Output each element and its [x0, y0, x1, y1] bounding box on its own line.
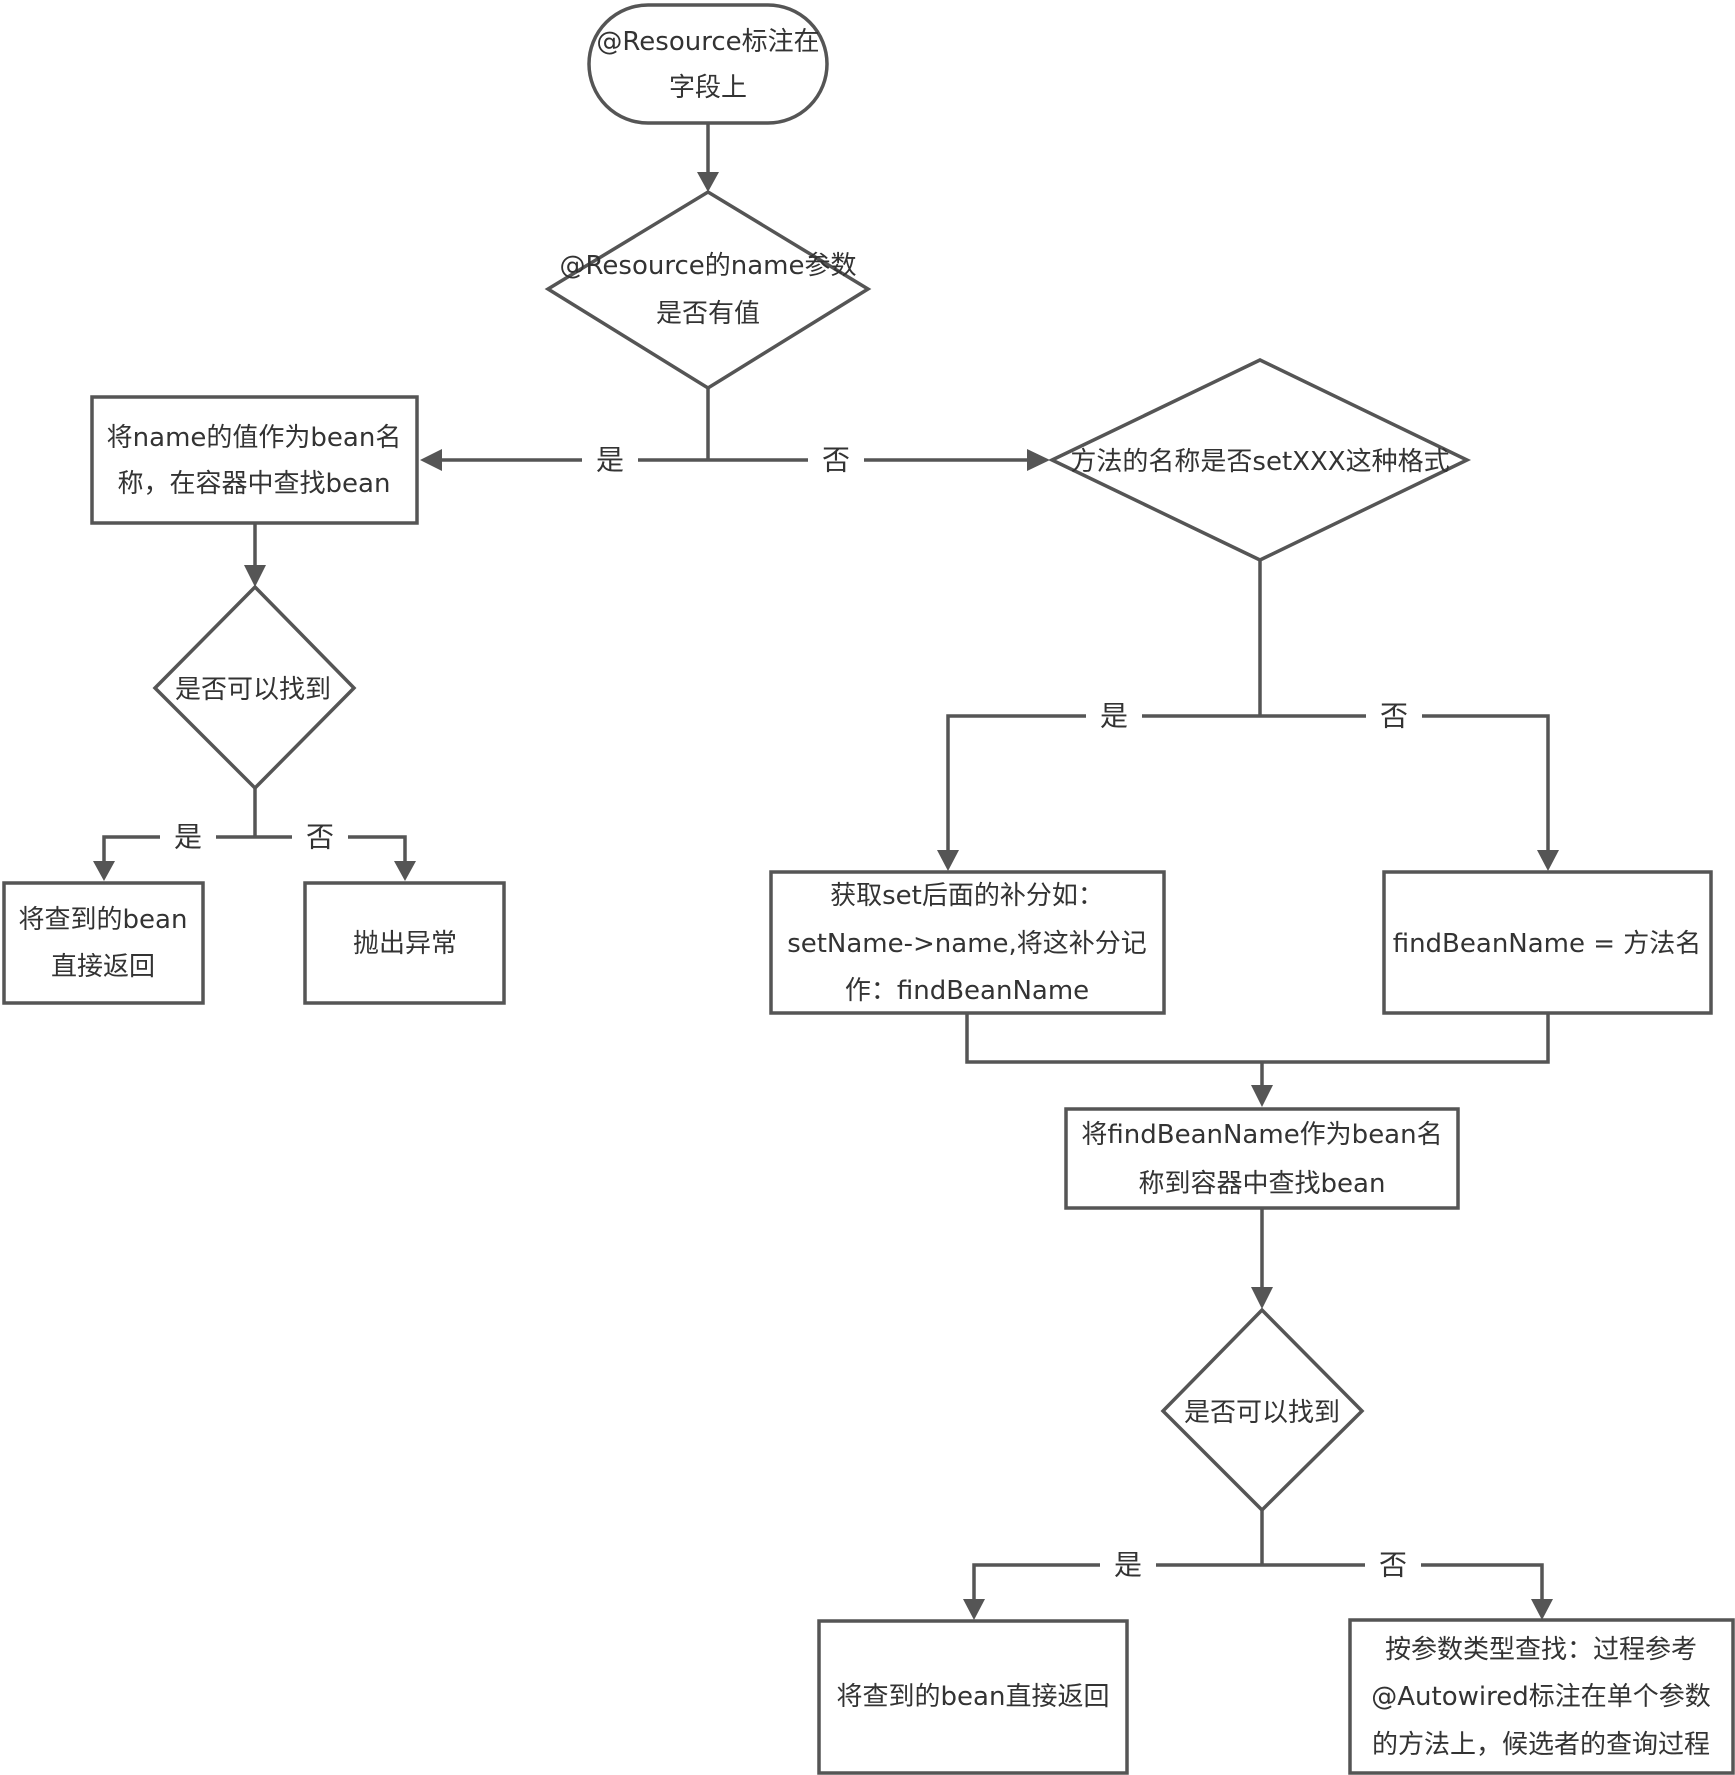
node-throw: 抛出异常	[303, 881, 506, 1005]
arrowhead	[394, 861, 416, 881]
node-setter-suffix: 获取set后面的补分如： setName->name,将这补分记 作：findB…	[769, 870, 1166, 1015]
node-return-2: 将查到的bean直接返回	[817, 1619, 1129, 1775]
node-decision-found-2: 是否可以找到	[1160, 1307, 1365, 1513]
node-has-name-line-2: 是否有值	[656, 299, 760, 329]
arrowhead	[244, 565, 266, 587]
node-return1-line-2: 直接返回	[51, 952, 155, 982]
arrowhead	[93, 861, 115, 881]
node-start-line-2: 字段上	[669, 73, 747, 103]
edge-setter-no	[1260, 714, 1550, 853]
node-lookup-line-1: 将findBeanName作为bean名	[1081, 1120, 1442, 1150]
node-setter-suffix-line-1: 获取set后面的补分如：	[830, 881, 1104, 911]
node-decision-is-setter: 方法的名称是否setXXX这种格式	[1047, 358, 1472, 562]
edge-label-setter-no: 否	[1380, 700, 1408, 733]
node-setter-suffix-line-3: 作：findBeanName	[845, 976, 1089, 1006]
node-found1-line-1: 是否可以找到	[175, 675, 331, 705]
edge-label-name-yes: 是	[596, 444, 624, 477]
edge-label-found1-yes: 是	[174, 821, 202, 854]
node-use-name-line-1: 将name的值作为bean名	[107, 423, 402, 453]
edge-found2-no	[1262, 1563, 1544, 1602]
node-is-setter-line-1: 方法的名称是否setXXX这种格式	[1070, 447, 1449, 477]
node-decision-has-name: @Resource的name参数 是否有值	[544, 189, 872, 391]
node-lookup: 将findBeanName作为bean名 称到容器中查找bean	[1064, 1107, 1460, 1210]
arrowhead	[937, 850, 959, 871]
node-by-type-line-1: 按参数类型查找：过程参考	[1385, 1635, 1697, 1665]
node-throw-line-1: 抛出异常	[353, 929, 457, 959]
arrowhead	[1531, 1599, 1553, 1620]
arrowhead	[1027, 449, 1050, 471]
node-use-name-line-2: 称，在容器中查找bean	[118, 469, 391, 499]
node-decision-found-1: 是否可以找到	[152, 584, 357, 791]
node-by-type: 按参数类型查找：过程参考 @Autowired标注在单个参数 的方法上，候选者的…	[1348, 1618, 1735, 1775]
edge-label-name-no: 否	[822, 444, 850, 477]
node-start: @Resource标注在 字段上	[587, 3, 829, 125]
arrowhead	[420, 449, 442, 471]
node-start-line-1: @Resource标注在	[596, 27, 819, 57]
edge-merge	[965, 1013, 1550, 1064]
node-by-type-line-2: @Autowired标注在单个参数	[1371, 1682, 1710, 1712]
arrowhead	[1251, 1287, 1273, 1309]
arrowhead	[1537, 850, 1559, 871]
edge-labels: 是 否 是 否 是 否 是 否	[160, 440, 1422, 1585]
node-found2-line-1: 是否可以找到	[1184, 1398, 1340, 1428]
edge-setter-yes	[946, 714, 1260, 853]
arrowhead	[697, 172, 719, 192]
node-setter-suffix-line-2: setName->name,将这补分记	[787, 929, 1147, 959]
edge-label-found2-yes: 是	[1114, 1549, 1142, 1582]
node-return-1: 将查到的bean 直接返回	[2, 881, 205, 1005]
arrowhead	[1251, 1085, 1273, 1107]
edge-label-setter-yes: 是	[1100, 700, 1128, 733]
nodes: @Resource标注在 字段上 @Resource的name参数 是否有值 将…	[2, 3, 1735, 1775]
edge-label-found1-no: 否	[306, 821, 334, 854]
node-return1-line-1: 将查到的bean	[19, 905, 188, 935]
node-lookup-line-2: 称到容器中查找bean	[1139, 1169, 1386, 1199]
node-method-name-line-1: findBeanName = 方法名	[1393, 929, 1702, 959]
node-method-name: findBeanName = 方法名	[1382, 870, 1713, 1015]
edge-found2-yes	[972, 1563, 1262, 1602]
arrowhead	[963, 1599, 985, 1620]
node-return2-line-1: 将查到的bean直接返回	[837, 1682, 1110, 1712]
node-has-name-line-1: @Resource的name参数	[560, 251, 857, 281]
edge-label-found2-no: 否	[1379, 1549, 1407, 1582]
node-use-name: 将name的值作为bean名 称，在容器中查找bean	[90, 395, 419, 525]
node-by-type-line-3: 的方法上，候选者的查询过程	[1372, 1730, 1710, 1760]
